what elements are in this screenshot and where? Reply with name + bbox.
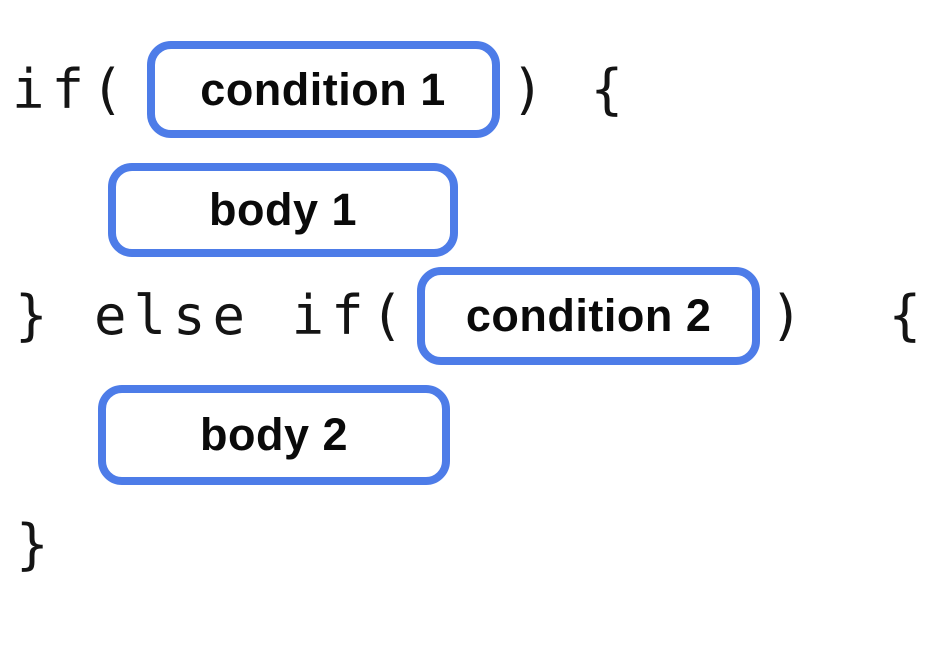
condition1-slot[interactable]: condition 1 xyxy=(146,41,500,138)
code-line-closing-brace: } xyxy=(16,505,56,585)
condition2-label: condition 2 xyxy=(465,290,712,341)
code-line-else-if: } else if( condition 2 ) { xyxy=(15,267,928,365)
code-token-close-paren-brace: ) { xyxy=(511,57,631,121)
body1-slot[interactable]: body 1 xyxy=(108,163,458,257)
body1-label: body 1 xyxy=(208,184,358,235)
condition2-slot[interactable]: condition 2 xyxy=(417,267,761,365)
code-token-close-paren-brace2: ) { xyxy=(770,284,929,347)
body2-label: body 2 xyxy=(199,409,349,460)
code-token-closing-brace: } xyxy=(16,513,56,576)
condition1-label: condition 1 xyxy=(200,63,446,115)
body2-slot[interactable]: body 2 xyxy=(98,385,450,485)
code-token-else-if-open: } else if( xyxy=(15,284,411,347)
code-token-if-open: if( xyxy=(12,57,131,121)
code-line-if: if( condition 1 ) { xyxy=(12,41,630,138)
